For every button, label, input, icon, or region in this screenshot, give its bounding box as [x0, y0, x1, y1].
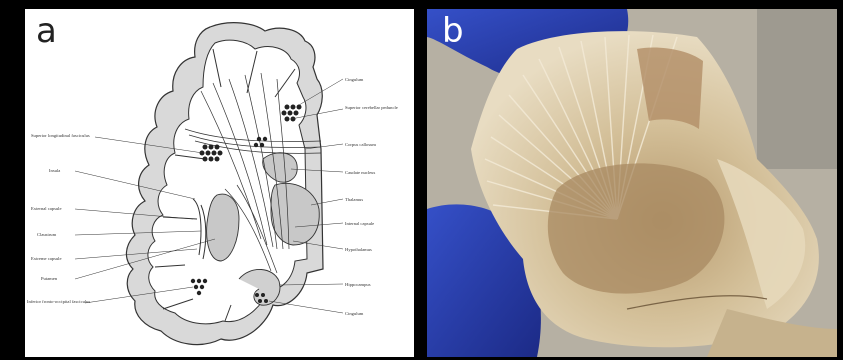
label-ifof: Inferior fronto-occipital fasciculus — [27, 299, 90, 304]
label-hypothalamus: Hypothalamus — [345, 247, 372, 252]
brain-section-diagram: Cingulum Superior cerebellar peduncle Co… — [25, 9, 414, 357]
label-superior-cerebellar-peduncle: Superior cerebellar peduncle — [345, 105, 398, 110]
label-internal-capsule: Internal capsule — [345, 221, 374, 226]
label-hippocampus: Hippocampus — [345, 282, 371, 287]
label-cingulum-bottom: Cingulum — [345, 311, 364, 316]
label-slf: Superior longitudinal fasciculus — [31, 133, 90, 138]
label-claustrum: Claustrum — [37, 232, 57, 237]
label-corpus-callosum: Corpus callosum — [345, 142, 376, 147]
label-external-capsule: External capsule — [31, 206, 61, 211]
label-caudate-nucleus: Caudate nucleus — [345, 170, 375, 175]
label-cingulum-top: Cingulum — [345, 77, 364, 82]
diagram-panel: a — [25, 9, 414, 357]
label-extreme-capsule: Extreme capsule — [31, 256, 61, 261]
panel-letter-b: b — [442, 11, 464, 51]
label-putamen: Putamen — [41, 276, 58, 281]
dissection-photo — [427, 9, 837, 357]
dissection-photo-panel: b — [427, 9, 837, 357]
label-insula: Insula — [49, 168, 60, 173]
label-thalamus: Thalamus — [345, 197, 363, 202]
